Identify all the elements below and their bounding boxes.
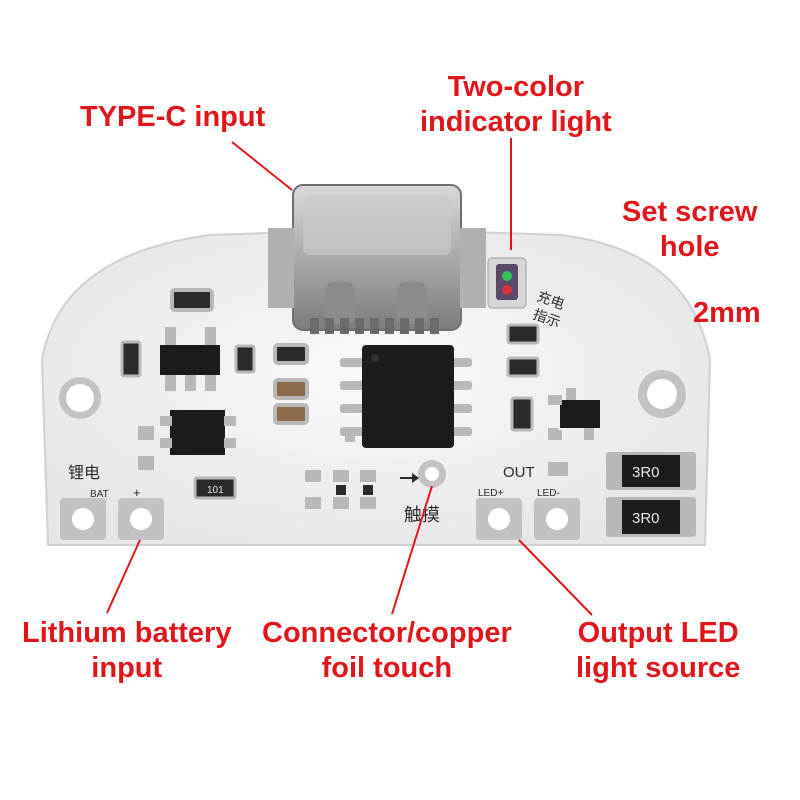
silk-resistor-2: 3R0 xyxy=(632,510,660,527)
callout-connector-touch: Connector/copper foil touch xyxy=(262,617,512,684)
silk-out: OUT xyxy=(503,464,535,481)
callout-lithium-battery-input: Lithium battery input xyxy=(22,617,232,684)
callout-set-screw-hole: Set screw hole xyxy=(622,196,758,263)
battery-pad-minus xyxy=(60,498,106,540)
callout-type-c-input: TYPE-C input xyxy=(80,101,266,133)
callout-two-color-indicator: Two-color indicator light xyxy=(420,71,612,138)
output-resistor-bottom xyxy=(606,497,696,537)
silk-led-minus: LED- xyxy=(537,488,560,499)
battery-pad-plus xyxy=(118,498,164,540)
passive-components xyxy=(120,288,568,509)
silk-plus: + xyxy=(133,485,141,500)
touch-pad xyxy=(400,460,446,488)
silk-led-plus: LED+ xyxy=(478,488,503,499)
led-pad-plus xyxy=(476,498,522,540)
callout-output-led: Output LED light source xyxy=(576,617,741,684)
leader-lines xyxy=(106,138,593,616)
two-color-led xyxy=(487,257,527,309)
output-resistor-top xyxy=(606,452,696,490)
led-pad-minus xyxy=(534,498,580,540)
sot-transistor-left xyxy=(160,327,220,391)
mounting-hole-right xyxy=(638,370,686,418)
callout-screw-size: 2mm xyxy=(693,297,761,329)
leader-touch xyxy=(391,485,433,615)
sot-transistor-lower xyxy=(160,410,236,455)
leader-battery xyxy=(106,539,141,614)
main-ic-chip xyxy=(340,345,472,448)
silk-battery-cn: 锂电 xyxy=(68,464,100,482)
leader-led-out xyxy=(518,539,593,616)
mounting-hole-left xyxy=(59,377,101,419)
silk-resistor-1: 3R0 xyxy=(632,464,660,481)
silk-bat: BAT xyxy=(90,489,109,500)
silk-small-res: 101 xyxy=(207,485,224,496)
usb-c-connector xyxy=(268,184,486,334)
leader-type-c xyxy=(231,141,293,191)
